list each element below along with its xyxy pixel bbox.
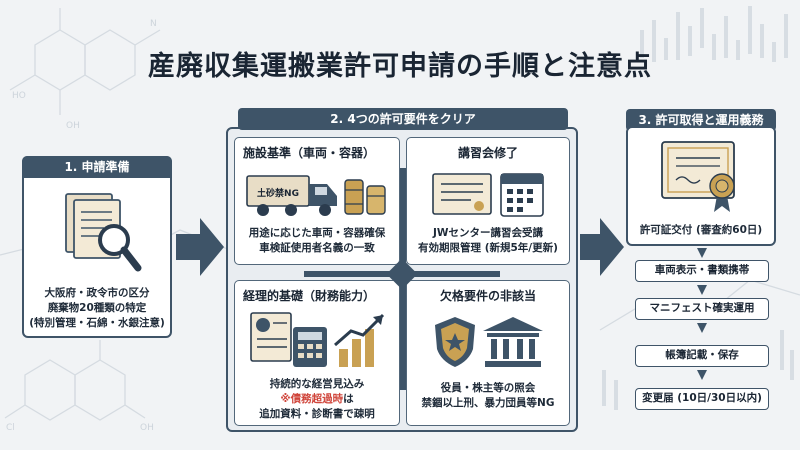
arrow-down-icon (697, 285, 707, 295)
finance-description: 持続的な経営見込み ※債務超過時は 追加資料・診断書で疎明 (235, 377, 399, 422)
duty-step: 変更届 (10日/30日以内) (635, 388, 769, 410)
finance-chart-calculator-icon (250, 312, 385, 367)
seminar-line: JWセンター講習会受講 (433, 227, 543, 239)
finance-card: 経理的基礎（財務能力） 持続的な経営見込み ※債務超過時は 追加資料・診断書で疎… (234, 280, 400, 426)
duty-step: 帳簿記載・保存 (635, 345, 769, 367)
svg-text:OH: OH (140, 423, 154, 433)
documents-magnifier-icon (62, 188, 142, 274)
arrow-right-icon (176, 218, 224, 276)
duty-step: 車両表示・書類携帯 (635, 260, 769, 282)
step3-header: 3. 許可取得と運用義務 (626, 109, 776, 131)
badge-courthouse-icon (435, 317, 543, 367)
finance-title: 経理的基礎（財務能力） (243, 289, 376, 303)
disqualification-title: 欠格要件の非該当 (439, 289, 536, 303)
finance-line: 持続的な経営見込み (269, 378, 365, 390)
certificate-calendar-icon (432, 173, 544, 217)
truck-sign-text: 土砂禁NG (257, 187, 299, 199)
step1-description: 大阪府・政令市の区分 廃棄物20種類の特定 (特別管理・石綿・水銀注意) (24, 286, 170, 331)
duty-step: マニフェスト確実運用 (635, 298, 769, 320)
seminar-title: 講習会修了 (457, 146, 518, 160)
page-title: 産廃収集運搬業許可申請の手順と注意点 (148, 51, 652, 82)
license-certificate-icon (661, 141, 735, 212)
finance-note-prefix: ※ (280, 393, 291, 405)
svg-text:N: N (150, 19, 157, 29)
disqualification-line: 禁錮以上刑、暴力団員等NG (421, 397, 555, 409)
step1-panel: 1. 申請準備 大阪府・政令市の区分 廃棄物20種類の特定 (特別管理・石綿・水… (22, 156, 172, 338)
arrow-down-icon (697, 248, 707, 258)
finance-note: ※債務超過時は (235, 392, 399, 407)
step2-header: 2. 4つの許可要件をクリア (238, 108, 568, 130)
step1-line: 廃棄物20種類の特定 (47, 302, 147, 314)
facility-standard-card: 施設基準（車両・容器） 土砂禁NG 用途に応じた車両・容器確保 車検証使用者名義… (234, 137, 400, 265)
finance-note-suffix: は (343, 393, 354, 405)
disqualification-description: 役員・株主等の照会 禁錮以上刑、暴力団員等NG (407, 381, 569, 411)
arrow-down-icon (697, 370, 707, 380)
facility-line: 用途に応じた車両・容器確保 (248, 227, 386, 239)
certificate-label: 許可証交付 (審査約60日) (639, 224, 763, 236)
disqualification-card: 欠格要件の非該当 役員・株主等の照会 禁錮以上刑、暴力団員等NG (406, 280, 570, 426)
svg-text:OH: OH (66, 121, 80, 131)
step1-header: 1. 申請準備 (22, 156, 172, 178)
arrow-right-icon (580, 218, 624, 276)
step3-certificate-panel: 許可証交付 (審査約60日) (626, 126, 776, 246)
seminar-card: 講習会修了 JWセンター講習会受講 有効期限管理 (新規5年/更新) (406, 137, 570, 265)
arrow-down-icon (697, 323, 707, 333)
seminar-line: 有効期限管理 (新規5年/更新) (418, 242, 558, 254)
svg-text:HO: HO (12, 91, 26, 101)
svg-text:Cl: Cl (6, 423, 15, 433)
finance-line: 追加資料・診断書で疎明 (259, 408, 375, 420)
disqualification-line: 役員・株主等の照会 (440, 382, 536, 394)
step1-line: 大阪府・政令市の区分 (44, 287, 150, 299)
facility-title: 施設基準（車両・容器） (243, 146, 376, 160)
seminar-description: JWセンター講習会受講 有効期限管理 (新規5年/更新) (407, 226, 569, 256)
facility-description: 用途に応じた車両・容器確保 車検証使用者名義の一致 (235, 226, 399, 256)
finance-note-emphasis: 債務超過時 (290, 393, 344, 405)
truck-barrels-icon: 土砂禁NG (246, 175, 386, 216)
step1-line: (特別管理・石綿・水銀注意) (29, 317, 165, 329)
facility-line: 車検証使用者名義の一致 (259, 242, 375, 254)
